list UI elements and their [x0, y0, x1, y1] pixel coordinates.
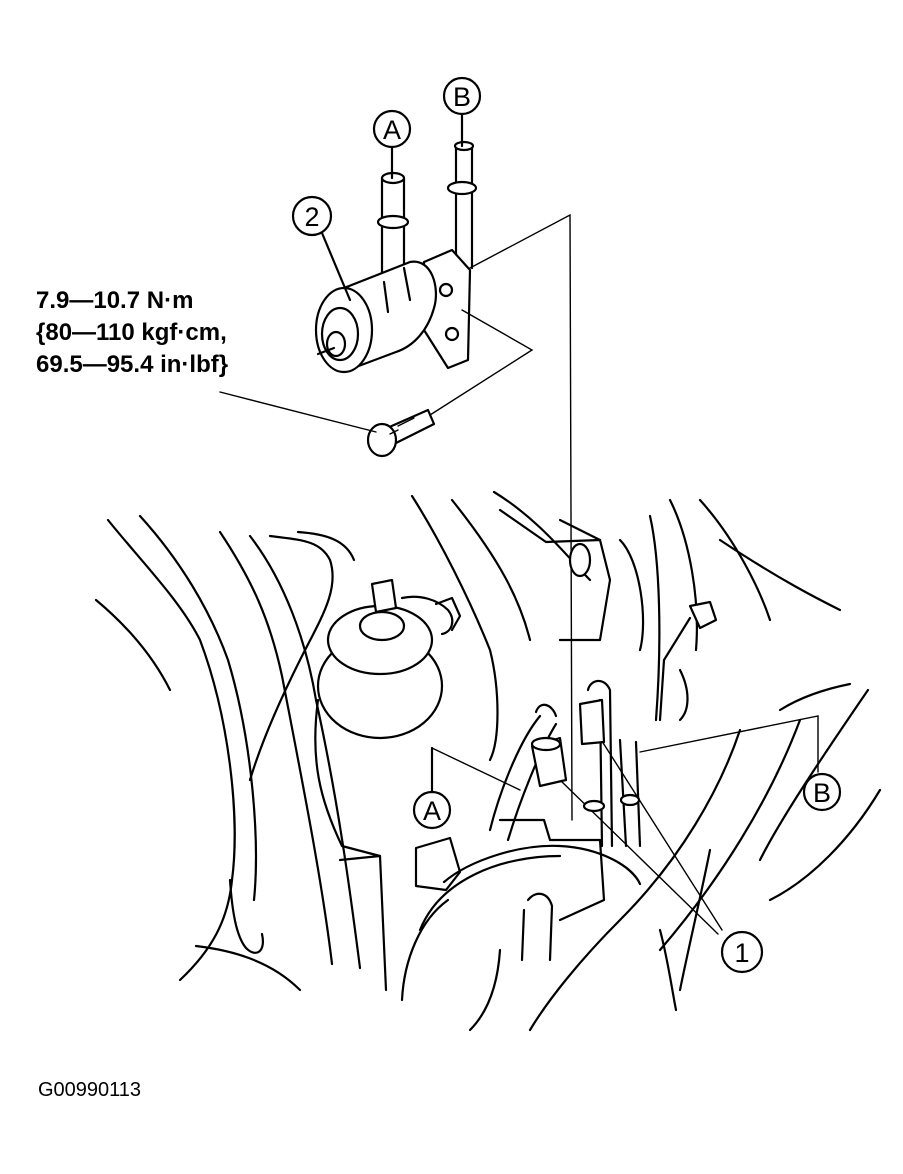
callout-a-top-label: A	[383, 115, 401, 145]
figure-code: G00990113	[38, 1079, 141, 1101]
callout-b-top-label: B	[453, 82, 471, 112]
callout-2: 2	[291, 195, 352, 302]
callout-a-bottom-label: A	[423, 796, 441, 826]
callout-2-label: 2	[304, 202, 319, 232]
callout-b-bottom: B	[802, 772, 842, 812]
engine-bay-illustration	[94, 490, 882, 1032]
callout-a-bottom: A	[412, 746, 452, 830]
torque-spec: 7.9—10.7 N·m {80—110 kgf·cm, 69.5—95.4 i…	[36, 287, 228, 378]
pressure-regulator-assembly	[314, 140, 478, 458]
torque-spec-line-2: {80—110 kgf·cm,	[36, 319, 227, 346]
callout-a-top: A	[372, 109, 412, 180]
callout-b-top: B	[442, 76, 482, 148]
callout-b-bottom-label: B	[813, 778, 831, 808]
callout-1: 1	[720, 930, 764, 974]
callout-1-label: 1	[734, 938, 749, 968]
torque-spec-line-1: 7.9—10.7 N·m	[36, 287, 193, 314]
torque-spec-line-3: 69.5—95.4 in·lbf}	[36, 351, 228, 378]
